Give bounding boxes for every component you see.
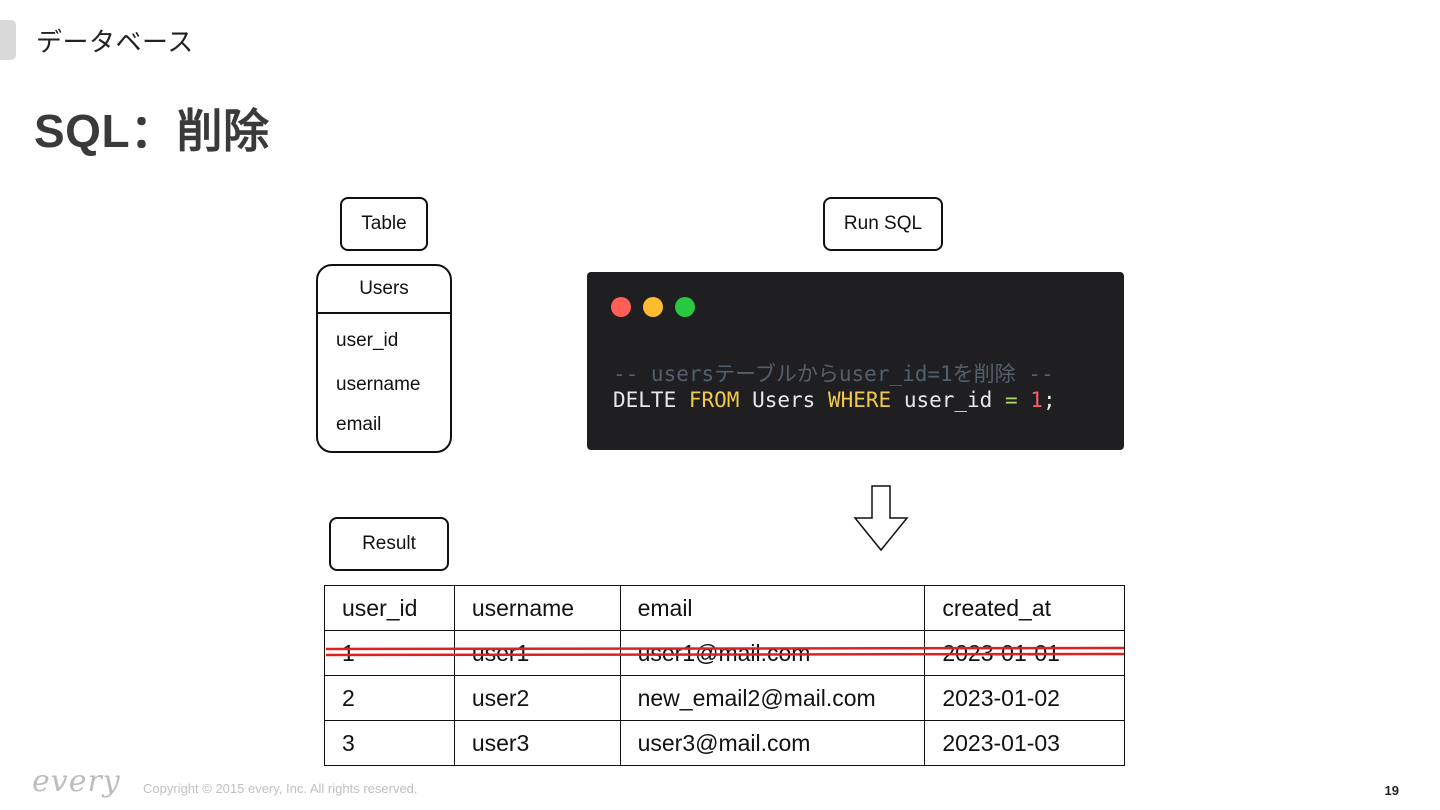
code-window: -- usersテーブルからuser_id=1を削除 -- DELTE FROM… (587, 272, 1124, 450)
section-marker (0, 20, 16, 60)
down-arrow-icon (853, 485, 909, 552)
table-cell: user1 (453, 630, 621, 676)
entity-name: Users (318, 266, 450, 314)
table-cell: 2023-01-02 (924, 675, 1125, 721)
table-cell: new_email2@mail.com (619, 675, 926, 721)
code-text: DELTE (613, 388, 689, 412)
column-header: user_id (324, 585, 455, 631)
users-entity: Users user_id username email (316, 264, 452, 453)
column-header: created_at (924, 585, 1125, 631)
page-number: 19 (1384, 783, 1399, 798)
table-row: 2 user2 new_email2@mail.com 2023-01-02 (324, 675, 1125, 721)
code-text: ; (1042, 388, 1056, 412)
section-label: データベース (36, 27, 194, 57)
table-cell: 1 (324, 630, 455, 676)
run-sql-label: Run SQL (823, 197, 943, 251)
minimize-dot-icon (643, 297, 663, 317)
code-keyword-where: WHERE (827, 388, 892, 412)
table-header-row: user_id username email created_at (324, 585, 1125, 631)
code-text (1018, 388, 1031, 412)
table-cell: 3 (324, 720, 455, 766)
result-table: user_id username email created_at 1 user… (324, 585, 1125, 766)
code-keyword-from: FROM (688, 388, 740, 412)
table-label: Table (340, 197, 428, 251)
code-text: Users (739, 388, 828, 412)
code-number: 1 (1030, 388, 1043, 412)
delete-strikethrough (326, 646, 1124, 657)
table-cell: 2 (324, 675, 455, 721)
maximize-dot-icon (675, 297, 695, 317)
every-logo: every (32, 764, 121, 799)
slide-title: SQL：削除 (34, 105, 270, 157)
code-text: user_id (891, 388, 1005, 412)
run-sql-label-text: Run SQL (843, 213, 923, 234)
table-cell: user1@mail.com (619, 630, 926, 676)
code-operator: = (1004, 388, 1018, 412)
copyright-text: Copyright © 2015 every, Inc. All rights … (143, 781, 418, 796)
result-label-text: Result (362, 533, 416, 554)
code-comment: -- usersテーブルからuser_id=1を削除 -- (613, 362, 1054, 386)
table-row: 3 user3 user3@mail.com 2023-01-03 (324, 720, 1125, 766)
close-dot-icon (611, 297, 631, 317)
table-cell: user3 (453, 720, 621, 766)
table-cell: 2023-01-03 (924, 720, 1125, 766)
code-statement: DELTE FROM Users WHERE user_id = 1; (613, 388, 1056, 412)
table-label-text: Table (361, 213, 407, 234)
entity-field-email: email (336, 414, 382, 435)
entity-field-username: username (336, 374, 421, 395)
table-cell: user2 (453, 675, 621, 721)
column-header: email (619, 585, 926, 631)
table-cell: user3@mail.com (619, 720, 926, 766)
result-label: Result (329, 517, 449, 571)
column-header: username (453, 585, 621, 631)
entity-field-user-id: user_id (336, 330, 399, 351)
